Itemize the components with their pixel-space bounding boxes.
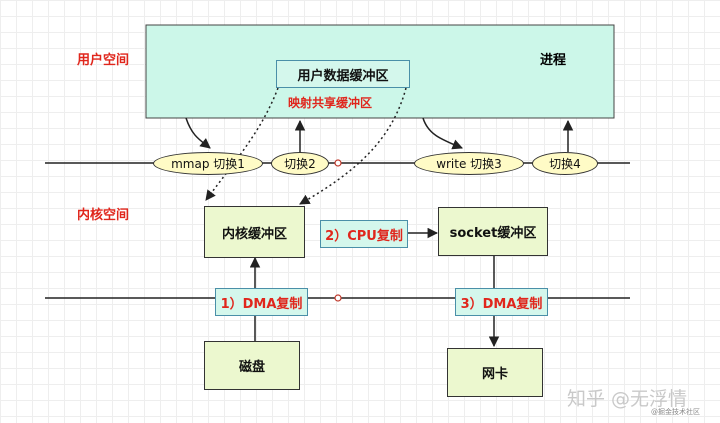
mmap-shared-buffer-note: 映射共享缓冲区 <box>288 96 373 110</box>
arrow-process-to-write <box>422 117 463 150</box>
switch-write-3: write 切换3 <box>414 152 524 175</box>
boundary-dot-top <box>334 159 342 167</box>
arrow-process-to-mmap <box>185 117 211 149</box>
boundary-dot-bottom <box>334 294 342 302</box>
disk-box: 磁盘 <box>204 341 300 390</box>
user-data-buffer: 用户数据缓冲区 <box>276 60 410 88</box>
mapping-dotted-right <box>299 87 407 205</box>
switch-2: 切换2 <box>271 152 329 175</box>
socket-buffer: socket缓冲区 <box>438 207 548 256</box>
switch-4: 切换4 <box>532 152 598 175</box>
dma-copy-1: 1）DMA复制 <box>215 288 308 316</box>
nic-box: 网卡 <box>447 348 543 397</box>
watermark-main: 知乎 @无浮情 <box>567 388 688 410</box>
watermark-small: @掘金技术社区 <box>651 408 700 416</box>
process-label: 进程 <box>540 53 567 68</box>
cpu-copy-label: 2）CPU复制 <box>320 220 408 248</box>
switch-mmap-1: mmap 切换1 <box>153 152 263 175</box>
dma-copy-3: 3）DMA复制 <box>455 288 548 316</box>
kernel-space-label: 内核空间 <box>77 208 130 223</box>
kernel-buffer: 内核缓冲区 <box>204 206 305 258</box>
user-space-label: 用户空间 <box>77 53 130 68</box>
